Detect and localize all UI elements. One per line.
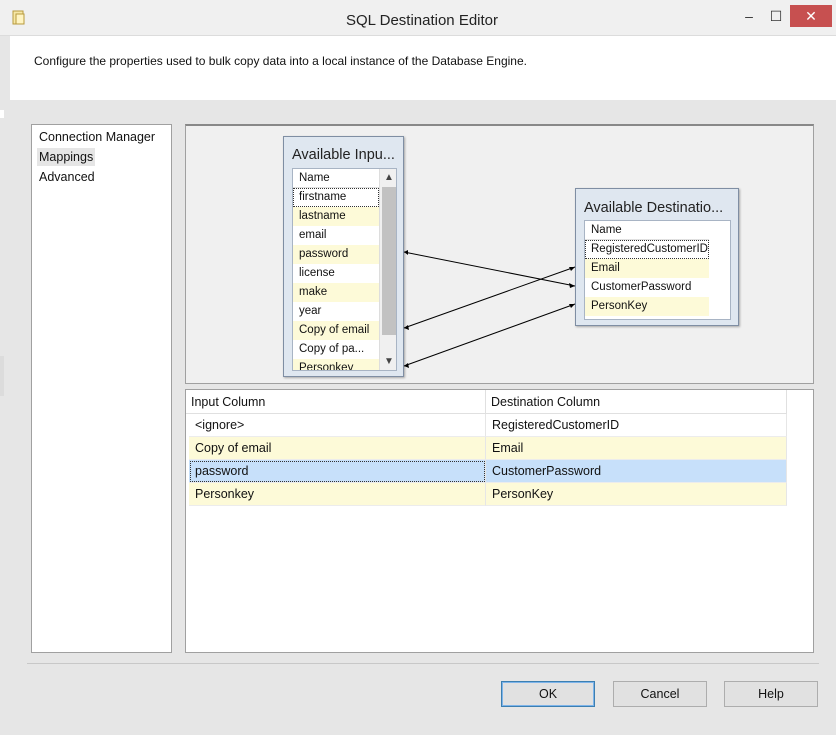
input-columns-list[interactable]: Name firstname lastname email password l… xyxy=(292,168,397,371)
input-row-personkey[interactable]: Personkey xyxy=(293,359,379,370)
grid-cell-input[interactable]: Personkey xyxy=(189,483,486,506)
background-window-edge xyxy=(0,110,4,118)
grid-cell-input[interactable]: Copy of email xyxy=(189,437,486,460)
table-row[interactable]: Copy of email Email xyxy=(189,437,787,460)
title-bar[interactable] xyxy=(0,0,836,36)
nav-item-advanced[interactable]: Advanced xyxy=(39,170,95,184)
minimize-icon[interactable]: – xyxy=(745,8,753,24)
input-list-header: Name xyxy=(293,169,379,188)
grid-cell-destination[interactable]: CustomerPassword xyxy=(486,460,787,483)
scroll-thumb[interactable] xyxy=(382,187,396,335)
available-destination-columns-panel[interactable]: Available Destinatio... Name RegisteredC… xyxy=(575,188,739,326)
dest-row-email[interactable]: Email xyxy=(585,259,709,278)
footer-separator xyxy=(27,663,819,664)
input-list-scrollbar[interactable]: ▲ ▼ xyxy=(379,169,396,370)
grid-cell-input[interactable]: password xyxy=(189,460,486,483)
destination-columns-list[interactable]: Name RegisteredCustomerID Email Customer… xyxy=(584,220,731,320)
grid-header-input-column[interactable]: Input Column xyxy=(186,390,486,414)
nav-list: Connection Manager Mappings Advanced xyxy=(31,124,172,653)
dest-row-personkey[interactable]: PersonKey xyxy=(585,297,709,316)
background-window-edge xyxy=(0,356,4,396)
app-icon xyxy=(12,10,25,25)
scroll-up-icon[interactable]: ▲ xyxy=(384,172,394,183)
dest-row-customerpassword[interactable]: CustomerPassword xyxy=(591,281,692,293)
grid-cell-destination[interactable]: RegisteredCustomerID xyxy=(486,414,787,437)
available-input-columns-panel[interactable]: Available Inpu... Name firstname lastnam… xyxy=(283,136,404,377)
description-text: Configure the properties used to bulk co… xyxy=(34,54,527,68)
input-row-copy-of-email[interactable]: Copy of email xyxy=(293,321,379,340)
description-area: Configure the properties used to bulk co… xyxy=(10,36,836,100)
ok-button[interactable]: OK xyxy=(501,681,595,707)
window-title: SQL Destination Editor xyxy=(345,12,499,29)
input-row-firstname[interactable]: firstname xyxy=(293,188,379,207)
input-row-license[interactable]: license xyxy=(299,267,335,279)
input-panel-title: Available Inpu... xyxy=(292,147,395,163)
maximize-icon[interactable]: ☐ xyxy=(769,8,783,24)
table-row[interactable]: <ignore> RegisteredCustomerID xyxy=(189,414,787,437)
nav-item-connection-manager[interactable]: Connection Manager xyxy=(39,130,156,144)
input-row-password[interactable]: password xyxy=(293,245,379,264)
grid-cell-destination[interactable]: Email xyxy=(486,437,787,460)
destination-list-header: Name xyxy=(585,221,709,240)
cancel-button[interactable]: Cancel xyxy=(613,681,707,707)
destination-panel-title: Available Destinatio... xyxy=(584,200,724,216)
grid-cell-input[interactable]: <ignore> xyxy=(189,414,486,437)
input-row-email[interactable]: email xyxy=(299,229,327,241)
input-row-make[interactable]: make xyxy=(293,283,379,302)
help-button[interactable]: Help xyxy=(724,681,818,707)
table-row[interactable]: Personkey PersonKey xyxy=(189,483,787,506)
nav-item-mappings[interactable]: Mappings xyxy=(37,148,96,166)
table-row[interactable]: password CustomerPassword xyxy=(189,460,787,483)
dest-row-registeredcustomerid[interactable]: RegisteredCustomerID xyxy=(585,240,709,259)
scroll-down-icon[interactable]: ▼ xyxy=(384,356,394,367)
input-row-year[interactable]: year xyxy=(299,305,322,317)
mappings-grid[interactable]: Input Column Destination Column <ignore>… xyxy=(185,389,814,653)
grid-cell-destination[interactable]: PersonKey xyxy=(486,483,787,506)
input-row-copy-of-password[interactable]: Copy of pa... xyxy=(299,343,365,355)
close-icon[interactable]: ✕ xyxy=(790,5,832,27)
grid-header-destination-column[interactable]: Destination Column xyxy=(486,390,787,414)
input-row-lastname[interactable]: lastname xyxy=(293,207,379,226)
